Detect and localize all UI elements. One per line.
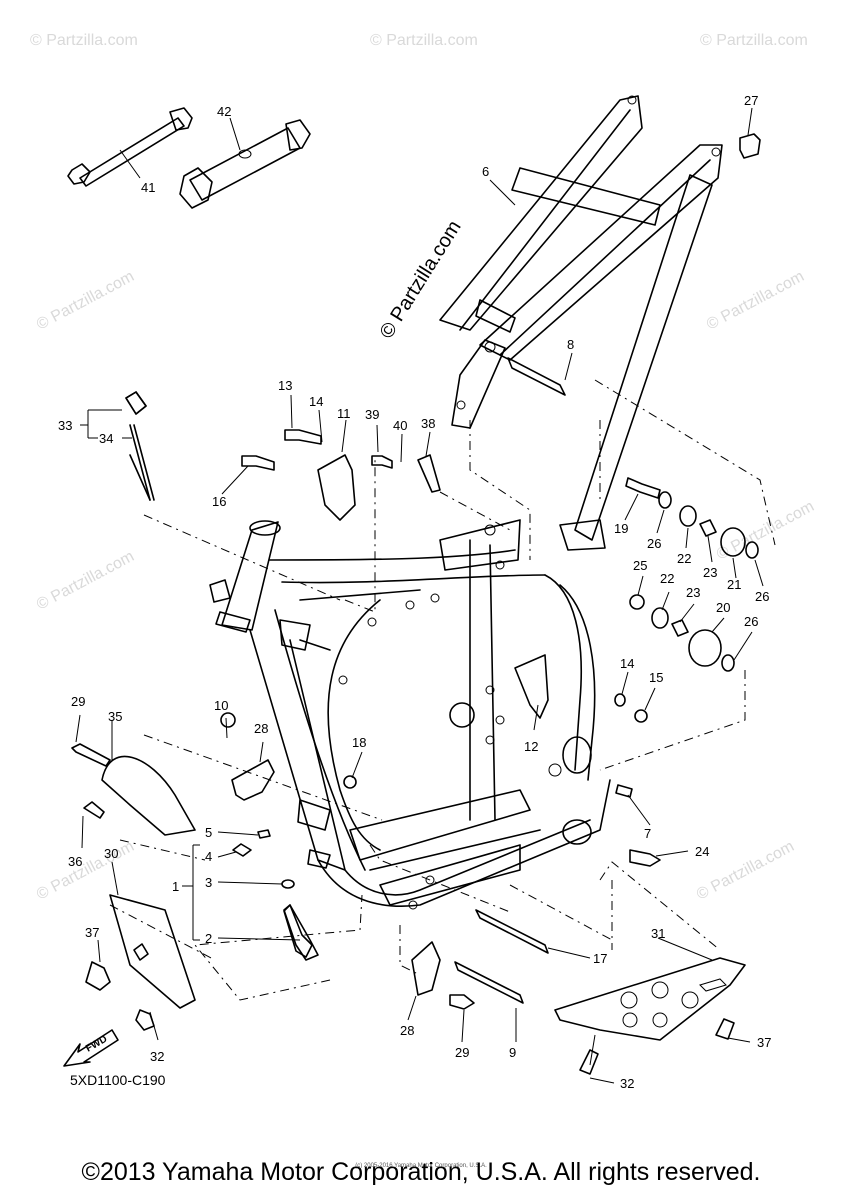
callout-label: 10	[214, 698, 228, 713]
callout-label: 29	[455, 1045, 469, 1060]
callout-label: 5	[205, 825, 212, 840]
callout-label: 26	[744, 614, 758, 629]
bracket-part-11	[317, 454, 356, 521]
callout-label: 42	[217, 104, 231, 119]
callout-labels: 42 41 6 27 8 13 14 11 39 40 38 33 34 16 …	[58, 93, 771, 1091]
callout-label: 36	[68, 854, 82, 869]
forward-arrow-icon: FWD	[63, 1029, 119, 1067]
watermark: © Partzilla.com	[704, 268, 807, 334]
callout-label: 15	[649, 670, 663, 685]
callout-label: 22	[677, 551, 691, 566]
watermark: © Partzilla.com	[34, 548, 137, 614]
bracket-part-28-upper	[231, 759, 275, 801]
callout-label: 17	[593, 951, 607, 966]
leader-lines	[75, 107, 764, 1084]
callout-label: 23	[703, 565, 717, 580]
bracket-part-38	[417, 454, 441, 493]
callout-label: 4	[205, 849, 212, 864]
callout-label: 14	[620, 656, 634, 671]
watermark: © Partzilla.com	[34, 838, 137, 904]
callout-label: 30	[104, 846, 118, 861]
callout-label: 29	[71, 694, 85, 709]
diagram-code: 5XD1100-C190	[70, 1072, 166, 1088]
frame-guard-part-35	[101, 755, 196, 836]
callout-label: 25	[633, 558, 647, 573]
clip-part-27	[739, 133, 761, 159]
callout-label: 31	[651, 926, 665, 941]
pivot-bolt-part-2	[283, 904, 319, 961]
callout-label: 38	[421, 416, 435, 431]
box-wrench-tool	[179, 119, 311, 209]
bracket-part-28-lower	[411, 941, 441, 996]
small-print: (c) 2005-2016 Yamaha Motor Corporation, …	[355, 1163, 487, 1169]
callout-label: 9	[509, 1045, 516, 1060]
callout-label: 21	[727, 577, 741, 592]
callout-label: 40	[393, 418, 407, 433]
callout-label: 32	[620, 1076, 634, 1091]
watermark: © Partzilla.com	[34, 268, 137, 334]
callout-label: 16	[212, 494, 226, 509]
callout-label: 33	[58, 418, 72, 433]
callout-label: 1	[172, 879, 179, 894]
watermark: © Partzilla.com	[30, 32, 138, 49]
callout-label: 26	[647, 536, 661, 551]
callout-label: 26	[755, 589, 769, 604]
mount-hardware	[220, 491, 759, 889]
bracket-part-12	[514, 654, 549, 719]
callout-label: 28	[254, 721, 268, 736]
bolts	[71, 357, 735, 1075]
spanner-tool	[67, 107, 193, 187]
callout-label: 6	[482, 164, 489, 179]
callout-label: 11	[337, 406, 351, 421]
callout-label: 20	[716, 600, 730, 615]
callout-label: 24	[695, 844, 709, 859]
callout-label: 34	[99, 431, 113, 446]
main-frame	[209, 519, 611, 910]
callout-label: 28	[400, 1023, 414, 1038]
rear-subframe	[439, 95, 723, 551]
callout-label: 3	[205, 875, 212, 890]
watermark: © Partzilla.com	[370, 32, 478, 49]
callout-label: 8	[567, 337, 574, 352]
callout-label: 37	[85, 925, 99, 940]
callout-label: 14	[309, 394, 323, 409]
callout-label: 13	[278, 378, 292, 393]
copyright-notice: ©2013 Yamaha Motor Corporation, U.S.A. A…	[81, 1158, 761, 1186]
callout-label: 35	[108, 709, 122, 724]
callout-label: 23	[686, 585, 700, 600]
callout-label: 19	[614, 521, 628, 536]
plate-part-30	[109, 894, 196, 1009]
callout-label: 12	[524, 739, 538, 754]
watermark-layer: © Partzilla.com © Partzilla.com © Partzi…	[30, 32, 817, 904]
dashed-guides	[109, 379, 776, 1001]
callout-label: 39	[365, 407, 379, 422]
skid-plate-part-31	[554, 957, 746, 1041]
callout-label: 37	[757, 1035, 771, 1050]
callout-label: 41	[141, 180, 155, 195]
watermark: © Partzilla.com	[714, 498, 817, 564]
callout-label: 32	[150, 1049, 164, 1064]
callout-label: 22	[660, 571, 674, 586]
callout-label: 27	[744, 93, 758, 108]
callout-label: 2	[205, 931, 212, 946]
callout-label: 18	[352, 735, 366, 750]
watermark: © Partzilla.com	[700, 32, 808, 49]
callout-label: 7	[644, 826, 651, 841]
dipstick-part-33	[125, 391, 155, 501]
